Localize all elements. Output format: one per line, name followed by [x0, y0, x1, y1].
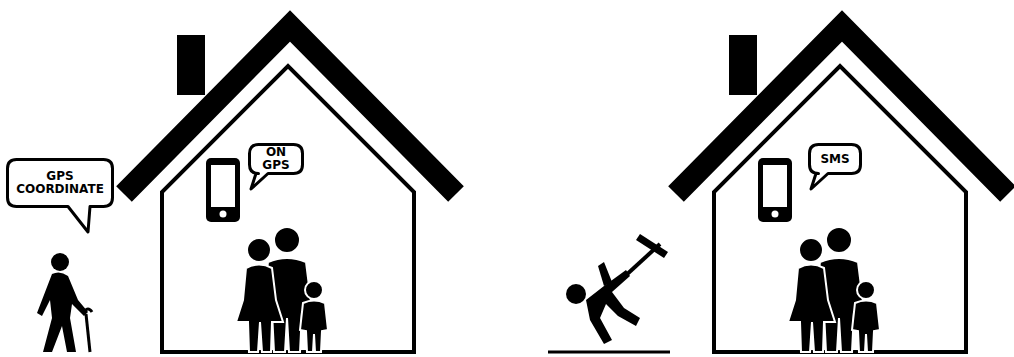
speech-bubble: SMS — [808, 143, 862, 175]
bubble-text: SMS — [817, 153, 852, 166]
bubble-text: GPS COORDINATE — [6, 170, 114, 196]
bubble-text: ON GPS — [248, 146, 304, 172]
speech-bubble: ON GPS — [248, 143, 304, 175]
speech-bubble: GPS COORDINATE — [6, 158, 114, 208]
